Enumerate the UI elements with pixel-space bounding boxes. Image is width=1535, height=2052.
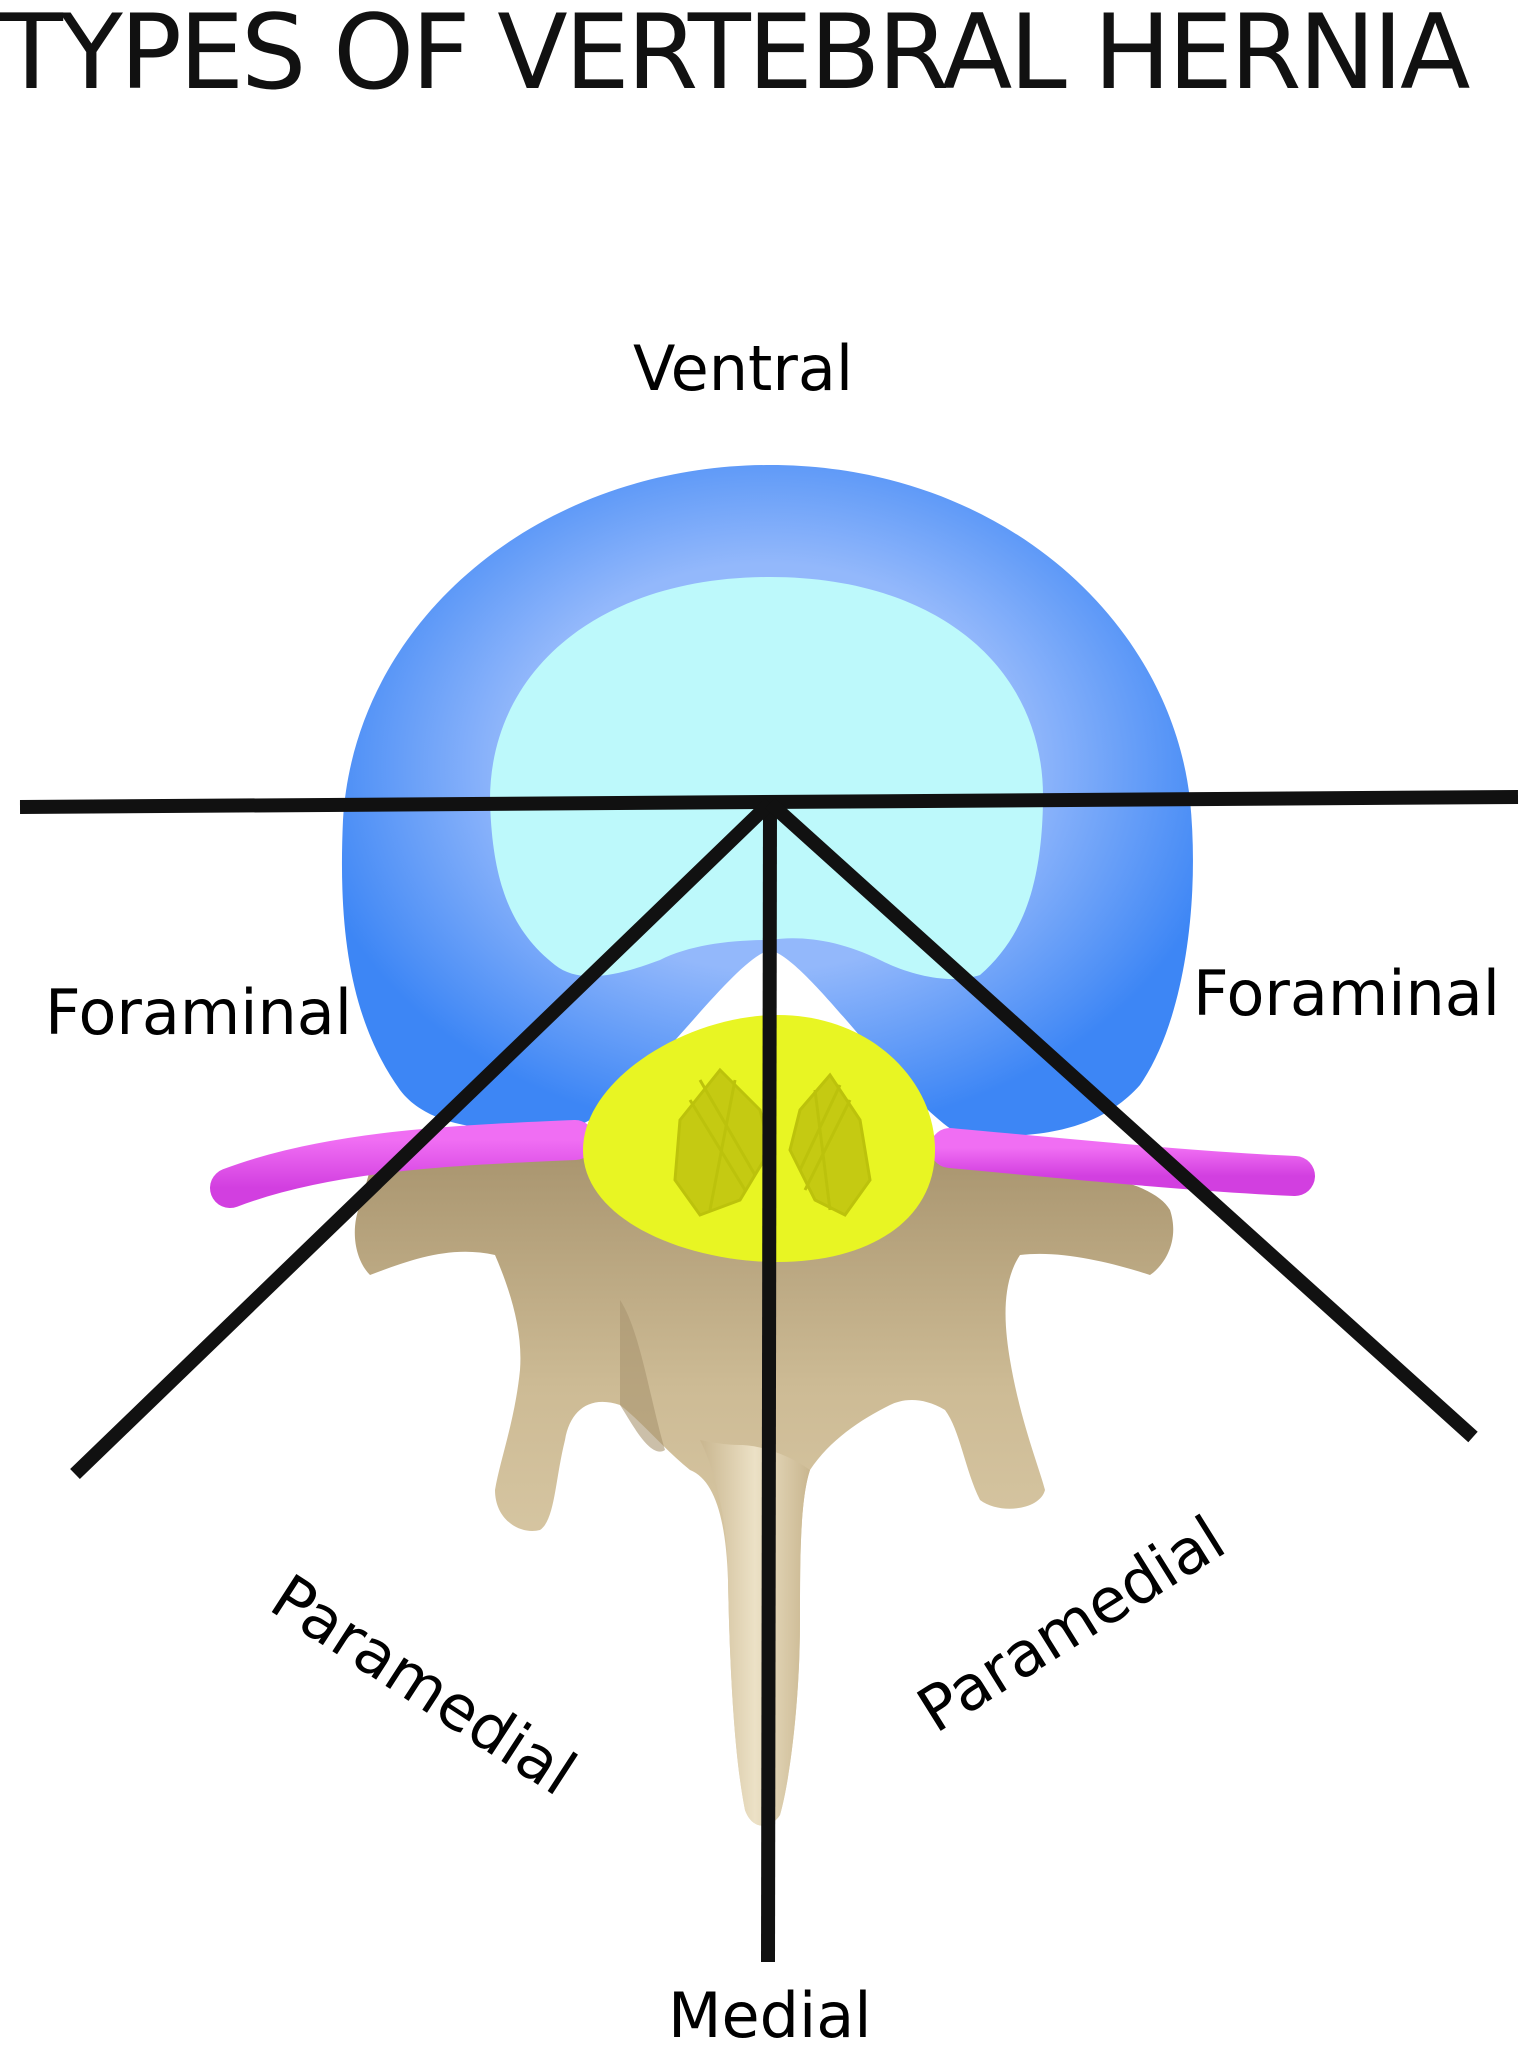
label-foraminal-left: Foraminal [45,976,353,1049]
nerve-root-left [210,1120,595,1208]
nucleus-pulposus [490,577,1044,980]
medial-line [761,802,777,1963]
label-foraminal-right: Foraminal [1193,957,1501,1030]
right-diagonal-line [765,797,1478,1443]
left-diagonal-line [70,797,775,1480]
label-medial: Medial [668,1979,872,2052]
diagram-title: TYPES OF VERTEBRAL HERNIA [0,0,1470,113]
label-ventral: Ventral [633,332,854,405]
nerve-root-right [930,1128,1315,1196]
grey-matter [673,1067,872,1217]
division-lines [19,790,1519,1963]
bone-shadow [620,1300,665,1452]
spinous-process [700,1440,810,1826]
spinal-cord [583,1015,935,1262]
nerve-roots [210,1120,1315,1208]
